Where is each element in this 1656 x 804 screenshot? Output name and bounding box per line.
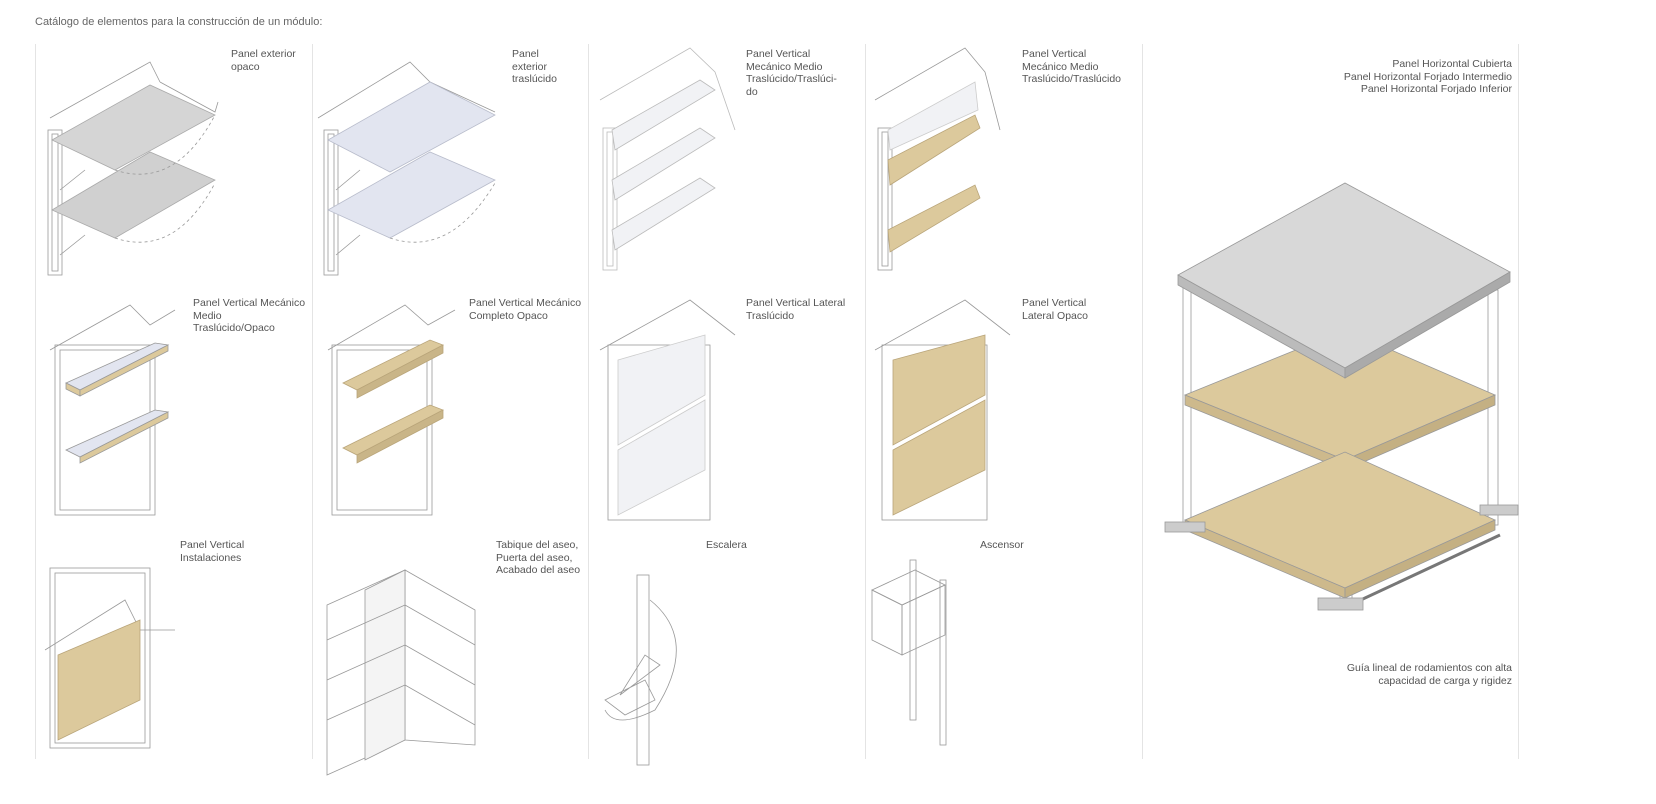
label-tabique-aseo: Tabique del aseo, Puerta del aseo, Acaba… xyxy=(496,539,581,576)
label-panel-mecanico-traslucido: Panel Vertical Mecánico Medio Traslúcido… xyxy=(746,48,837,98)
label-escalera: Escalera xyxy=(706,539,747,551)
drawing-module-isometric xyxy=(1164,182,1519,611)
label-ascensor: Ascensor xyxy=(980,539,1024,551)
label-panel-mecanico-completo-opaco: Panel Vertical Mecánico Completo Opaco xyxy=(469,297,582,322)
label-panel-exterior-traslucido: Panel exterior traslúcido xyxy=(512,48,557,85)
drawing-panel-exterior-traslucido xyxy=(317,61,496,276)
drawing-panel-mecanico-traslucido-madera xyxy=(874,47,1001,271)
label-panel-instalaciones: Panel Vertical Instalaciones xyxy=(180,539,245,564)
drawing-escalera xyxy=(604,574,677,766)
label-guia-lineal: Guía lineal de rodamientos con alta capa… xyxy=(1346,662,1512,687)
label-panel-lateral-traslucido: Panel Vertical Lateral Traslúcido xyxy=(746,297,846,322)
column-divider xyxy=(1142,44,1143,759)
column-divider xyxy=(1518,44,1519,759)
label-panel-mecanico-traslucido-2: Panel Vertical Mecánico Medio Traslúcido… xyxy=(1022,48,1122,85)
column-divider xyxy=(312,44,313,759)
column-divider xyxy=(588,44,589,759)
label-panel-mecanico-traslucido-opaco: Panel Vertical Mecánico Medio Traslúcido… xyxy=(193,297,306,334)
column-divider xyxy=(865,44,866,759)
drawing-panel-mecanico-completo-opaco xyxy=(327,304,456,516)
column-divider xyxy=(35,44,36,759)
drawing-panel-lateral-opaco xyxy=(874,299,1011,521)
drawing-panel-instalaciones xyxy=(44,567,175,749)
drawing-panel-mecanico-traslucido-opaco xyxy=(49,304,176,516)
label-panel-lateral-opaco: Panel Vertical Lateral Opaco xyxy=(1022,297,1088,322)
drawing-tabique-aseo xyxy=(326,569,476,776)
sheet-title: Catálogo de elementos para la construcci… xyxy=(35,16,323,28)
drawing-panel-exterior-opaco xyxy=(47,61,219,276)
label-panel-exterior-opaco: Panel exterior opaco xyxy=(231,48,296,73)
label-panel-horizontal: Panel Horizontal Cubierta Panel Horizont… xyxy=(1343,58,1512,95)
drawing-ascensor xyxy=(871,559,947,746)
drawing-panel-mecanico-traslucido xyxy=(599,47,736,271)
drawing-panel-lateral-traslucido xyxy=(599,299,736,521)
